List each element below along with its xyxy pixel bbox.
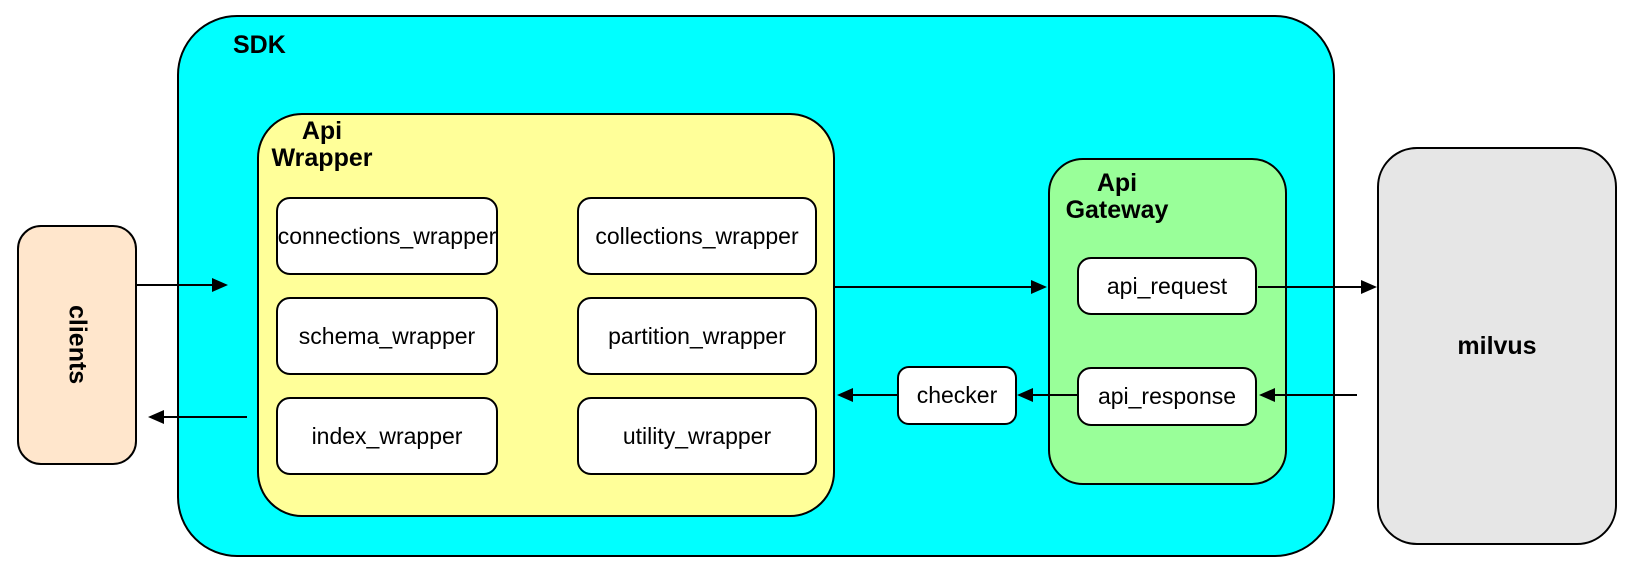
milvus-box: milvus (1377, 147, 1617, 545)
arrow-response-to-checker-head (1017, 388, 1033, 402)
utility-wrapper-box: utility_wrapper (577, 397, 817, 475)
arrow-clients-to-sdk-head (212, 278, 228, 292)
arrow-wrapper-to-gateway-line (835, 286, 1032, 288)
sdk-label: SDK (233, 31, 286, 59)
collections-wrapper-box: collections_wrapper (577, 197, 817, 275)
connections-wrapper-box: connections_wrapper (276, 197, 498, 275)
checker-box: checker (897, 366, 1017, 425)
index-wrapper-box: index_wrapper (276, 397, 498, 475)
api-wrapper-label-line1: Api (301, 117, 343, 145)
schema-wrapper-box: schema_wrapper (276, 297, 498, 375)
arrow-clients-to-sdk-line (137, 284, 213, 286)
arrow-request-to-milvus-line (1258, 286, 1362, 288)
api-gateway-container (1048, 158, 1287, 485)
partition-wrapper-box: partition_wrapper (577, 297, 817, 375)
arrow-wrapper-to-gateway-head (1031, 280, 1047, 294)
arrow-sdk-to-clients-line (163, 416, 247, 418)
arrow-milvus-to-response-line (1274, 394, 1357, 396)
clients-label: clients (63, 305, 92, 385)
api-wrapper-label: Api Wrapper (267, 118, 377, 172)
api-request-box: api_request (1077, 257, 1257, 315)
clients-box: clients (17, 225, 137, 465)
arrow-response-to-checker-line (1032, 394, 1077, 396)
api-gateway-label-line2: Gateway (1065, 196, 1169, 224)
arrow-request-to-milvus-head (1361, 280, 1377, 294)
arrow-checker-to-wrapper-line (852, 394, 897, 396)
api-response-box: api_response (1077, 367, 1257, 426)
arrow-checker-to-wrapper-head (837, 388, 853, 402)
api-gateway-label-line1: Api (1096, 169, 1138, 197)
arrow-sdk-to-clients-head (148, 410, 164, 424)
arrow-milvus-to-response-head (1259, 388, 1275, 402)
api-gateway-label: Api Gateway (1058, 170, 1176, 224)
api-wrapper-label-line2: Wrapper (271, 144, 373, 172)
